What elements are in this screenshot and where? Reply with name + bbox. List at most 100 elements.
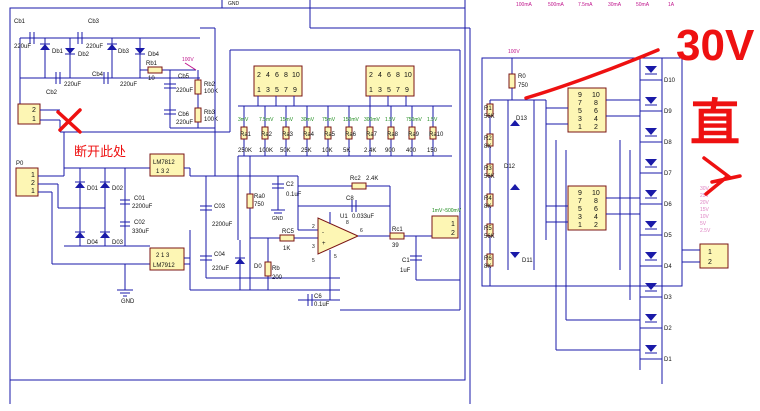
- svg-text:220uF: 220uF: [64, 82, 81, 88]
- resistor-rc2: Rc2 2.4K: [350, 176, 378, 190]
- right-output-connector: 1 2: [699, 243, 729, 269]
- svg-text:RC5: RC5: [282, 229, 295, 235]
- label-100v: 100V: [182, 57, 194, 63]
- svg-text:3: 3: [578, 214, 582, 221]
- svg-text:10: 10: [592, 190, 600, 197]
- svg-text:8: 8: [284, 72, 288, 79]
- diode-d03: D03: [100, 231, 124, 246]
- svg-text:Db2: Db2: [78, 52, 90, 58]
- note-zhi: 直: [690, 95, 740, 151]
- opamp-u1: - + U1 2 3 8 6 5 5: [312, 214, 363, 264]
- svg-text:10V: 10V: [700, 214, 710, 220]
- svg-text:Rb: Rb: [272, 266, 280, 272]
- cap-cb4: Cb4 220uF: [92, 72, 137, 88]
- svg-text:1uF: 1uF: [400, 268, 411, 274]
- diode-d7: D7: [640, 159, 672, 177]
- ra-value-label: 250K: [238, 148, 252, 154]
- ra-ref-label: Ra1: [240, 132, 252, 138]
- svg-text:Cb4: Cb4: [92, 72, 104, 78]
- svg-text:Db4: Db4: [148, 52, 160, 58]
- ra-value-label: 400: [406, 148, 417, 154]
- diode-label: D3: [664, 295, 672, 301]
- svg-text:Cb1: Cb1: [14, 19, 26, 25]
- range-label-500mA: 500mA: [548, 2, 565, 8]
- cap-c03: C03 2200uF: [200, 176, 233, 278]
- regulator-lm7912: 2 1 3 LM7912: [149, 247, 185, 271]
- svg-text:4: 4: [266, 72, 270, 79]
- ra-ref-label: Ra5: [324, 132, 336, 138]
- svg-text:220uF: 220uF: [176, 88, 193, 94]
- diode-label: D10: [664, 78, 676, 84]
- diode-d8: D8: [640, 128, 672, 146]
- cap-c2: C2 0.1uF GND: [271, 176, 302, 222]
- svg-text:220uF: 220uF: [14, 44, 31, 50]
- ra-value-label: 2.4K: [364, 148, 376, 154]
- svg-text:2200uF: 2200uF: [212, 222, 233, 228]
- svg-text:1: 1: [708, 249, 712, 256]
- ra-range-label: 7.5mV: [259, 117, 274, 123]
- svg-text:0.033uF: 0.033uF: [352, 214, 374, 220]
- ra-ref-label: Ra2: [261, 132, 273, 138]
- note-30v: 30V: [676, 21, 755, 70]
- diode-label: D8: [664, 140, 672, 146]
- svg-text:D0: D0: [254, 264, 262, 270]
- range-label-100mA: 100mA: [516, 2, 533, 8]
- svg-text:1K: 1K: [283, 246, 290, 252]
- r-ref-label: R3: [484, 166, 492, 172]
- r-value-label: 56K: [484, 234, 495, 240]
- cap-c6: C6 0.1uF: [298, 294, 340, 308]
- svg-text:1: 1: [451, 221, 455, 228]
- svg-text:D12: D12: [504, 164, 516, 170]
- ra-value-label: 100K: [259, 148, 273, 154]
- svg-text:220uF: 220uF: [176, 120, 193, 126]
- svg-text:Cb2: Cb2: [46, 90, 58, 96]
- output-connector: 1 2: [431, 215, 459, 239]
- diode-db1: Db1: [40, 38, 64, 78]
- cap-c1: C1 1uF: [400, 236, 422, 280]
- resistor-ra0: Ra0 750: [246, 193, 266, 209]
- svg-text:2: 2: [369, 72, 373, 79]
- svg-text:GND: GND: [272, 216, 284, 222]
- svg-text:3: 3: [266, 87, 270, 94]
- svg-text:100K: 100K: [204, 89, 218, 95]
- diode-label: D7: [664, 171, 672, 177]
- svg-text:2 1 3: 2 1 3: [156, 253, 170, 259]
- diode-d3: D3: [640, 283, 672, 301]
- diode-db2: Db2: [65, 38, 90, 78]
- cap-cb1: Cb1 220uF: [14, 19, 35, 50]
- svg-text:750: 750: [518, 83, 529, 89]
- cap-c01: C01 2200uF: [120, 196, 153, 210]
- ground-symbol: GND: [117, 289, 135, 305]
- svg-text:C6: C6: [314, 294, 322, 300]
- svg-text:25V: 25V: [700, 193, 710, 199]
- svg-text:2: 2: [594, 124, 598, 131]
- diode-d12: D12: [504, 164, 520, 190]
- svg-text:D02: D02: [112, 186, 124, 192]
- diode-d0: D0: [235, 240, 262, 290]
- cap-c02: C02 330uF: [120, 220, 149, 235]
- svg-text:C01: C01: [134, 196, 146, 202]
- svg-text:7: 7: [578, 198, 582, 205]
- annotation-arrow-line: [524, 48, 660, 100]
- r-ref-label: R6: [484, 256, 492, 262]
- svg-text:C1: C1: [402, 258, 410, 264]
- svg-text:2: 2: [312, 224, 315, 230]
- svg-text:8: 8: [594, 198, 598, 205]
- svg-text:Rc2: Rc2: [350, 176, 361, 182]
- right-volt-labels: 30V 25V 20V 15V 10V 5V 2.5V: [700, 186, 711, 234]
- svg-text:10: 10: [292, 72, 300, 79]
- svg-text:R0: R0: [518, 74, 526, 80]
- svg-text:C03: C03: [214, 204, 226, 210]
- svg-text:Cb3: Cb3: [88, 19, 100, 25]
- svg-text:9: 9: [405, 87, 409, 94]
